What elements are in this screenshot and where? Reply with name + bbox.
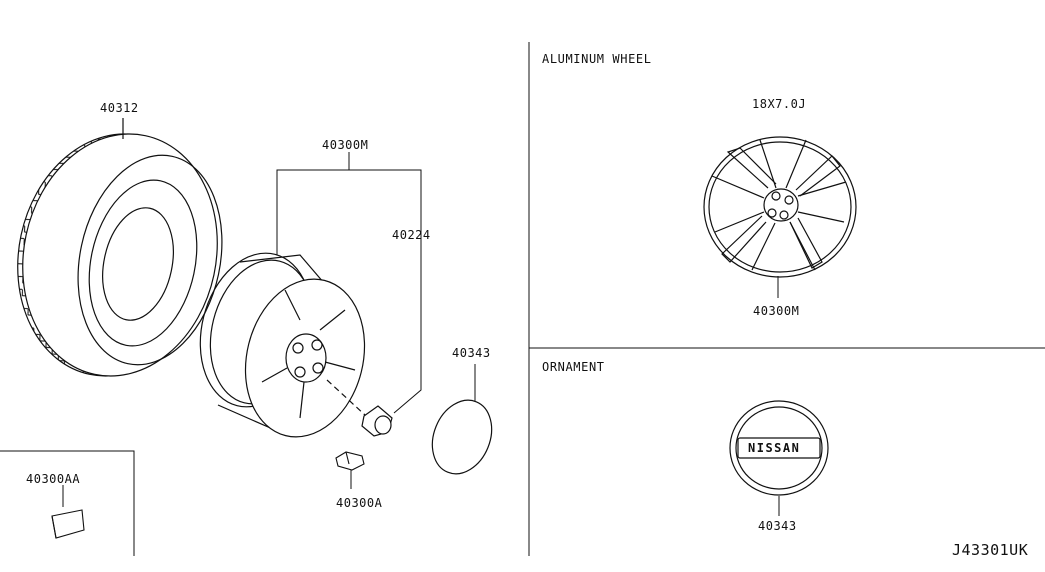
nut-drawing (361, 405, 393, 437)
label-tire: 40312 (100, 101, 139, 115)
cap-drawing (431, 399, 493, 475)
label-ornament-part: 40343 (758, 519, 797, 533)
ornament-drawing (729, 400, 829, 496)
label-cap: 40343 (452, 346, 491, 360)
wheel-drawing (199, 252, 366, 438)
section-title-aluminum-wheel: ALUMINUM WHEEL (542, 52, 652, 66)
label-weight-kit: 40300AA (26, 472, 81, 486)
aluminum-wheel-drawing (703, 136, 857, 278)
section-dividers (0, 42, 1045, 556)
weight-kit-drawing (51, 509, 85, 539)
section-title-ornament: ORNAMENT (542, 360, 605, 374)
nissan-logo-text: NISSAN (748, 441, 801, 455)
tire-drawing (17, 118, 223, 377)
label-wheel-assembly: 40300M (322, 138, 369, 152)
label-nut: 40224 (392, 228, 431, 242)
label-aluminum-wheel-part: 40300M (753, 304, 800, 318)
wheel-size: 18X7.0J (752, 97, 807, 111)
callout-lines (62, 152, 780, 516)
weight-drawing (335, 451, 365, 471)
label-weight: 40300A (336, 496, 383, 510)
diagram-id: J43301UK (952, 541, 1029, 559)
